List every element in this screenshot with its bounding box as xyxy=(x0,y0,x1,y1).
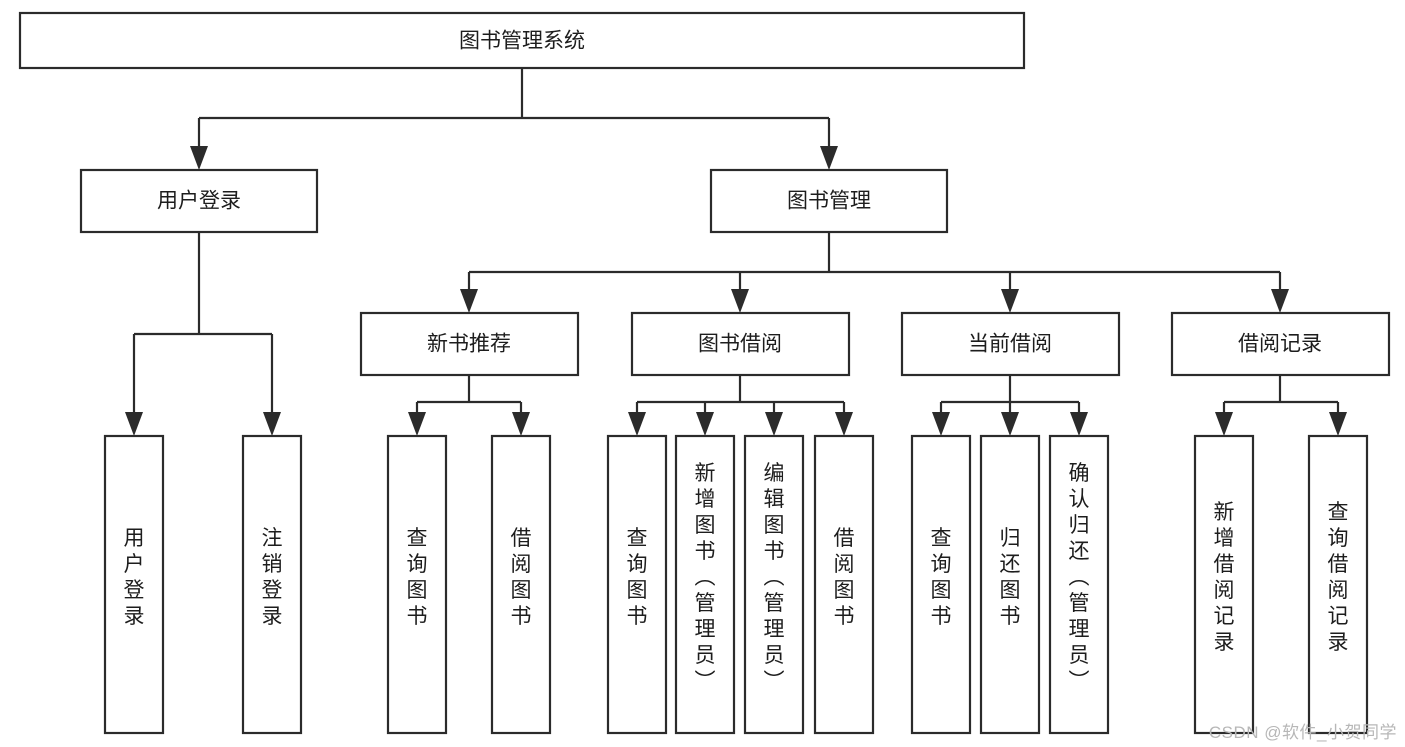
node-book-borrow[interactable]: 图书借阅 xyxy=(630,311,851,377)
node-current-borrow-label: 当前借阅 xyxy=(968,333,1052,356)
arrow-icon xyxy=(263,412,281,436)
connector-current-to-leaves xyxy=(932,375,1088,436)
arrow-icon xyxy=(765,412,783,436)
leaf-node-borrow-book-1[interactable]: 借阅图书 xyxy=(490,434,552,735)
arrow-icon xyxy=(1001,412,1019,436)
node-book-management-label: 图书管理 xyxy=(787,190,871,213)
node-borrow-records[interactable]: 借阅记录 xyxy=(1170,311,1391,377)
leaf-node-confirm-return[interactable]: 确认归还︵管理员︶ xyxy=(1048,434,1110,735)
node-root[interactable]: 图书管理系统 xyxy=(18,11,1026,70)
leaf-node-query-borrow-record[interactable]: 查询借阅记录 xyxy=(1307,434,1369,735)
connector-records-to-leaves xyxy=(1215,375,1347,436)
arrow-icon xyxy=(731,289,749,313)
leaf-node-query-book-1[interactable]: 查询图书 xyxy=(386,434,448,735)
arrow-icon xyxy=(1215,412,1233,436)
leaf-node-query-book-1-label: 查询图书 xyxy=(407,527,428,628)
arrow-icon xyxy=(1271,289,1289,313)
leaf-node-return-book[interactable]: 归还图书 xyxy=(979,434,1041,735)
arrow-icon xyxy=(696,412,714,436)
node-current-borrow[interactable]: 当前借阅 xyxy=(900,311,1121,377)
leaf-node-logout[interactable]: 注销登录 xyxy=(241,434,303,735)
arrow-icon xyxy=(190,146,208,170)
leaf-node-logout-label: 注销登录 xyxy=(262,527,283,628)
arrow-icon xyxy=(460,289,478,313)
arrow-icon xyxy=(835,412,853,436)
leaf-node-edit-book-label: 编辑图书︵管理员︶ xyxy=(764,462,785,693)
leaf-node-query-book-2-label: 查询图书 xyxy=(627,527,648,628)
leaf-node-add-book[interactable]: 新增图书︵管理员︶ xyxy=(674,434,736,735)
connector-bookmgmt-to-level3 xyxy=(460,232,1289,313)
leaf-node-borrow-book-1-label: 借阅图书 xyxy=(511,527,532,628)
connector-root-to-level2 xyxy=(190,68,838,170)
node-root-label: 图书管理系统 xyxy=(459,30,585,53)
node-borrow-records-label: 借阅记录 xyxy=(1238,333,1322,356)
leaf-node-return-book-label: 归还图书 xyxy=(1000,527,1021,628)
leaf-node-user-login-label: 用户登录 xyxy=(124,527,145,628)
arrow-icon xyxy=(125,412,143,436)
leaf-node-query-borrow-record-label: 查询借阅记录 xyxy=(1328,501,1349,654)
leaf-node-add-borrow-record-label: 新增借阅记录 xyxy=(1214,501,1235,654)
arrow-icon xyxy=(512,412,530,436)
leaf-node-add-borrow-record[interactable]: 新增借阅记录 xyxy=(1193,434,1255,735)
node-user-login[interactable]: 用户登录 xyxy=(79,168,319,234)
node-book-borrow-label: 图书借阅 xyxy=(698,333,782,356)
arrow-icon xyxy=(820,146,838,170)
leaf-node-user-login[interactable]: 用户登录 xyxy=(103,434,165,735)
leaf-node-confirm-return-label: 确认归还︵管理员︶ xyxy=(1069,462,1090,693)
leaf-node-add-book-label: 新增图书︵管理员︶ xyxy=(695,462,716,693)
leaf-node-query-book-3[interactable]: 查询图书 xyxy=(910,434,972,735)
arrow-icon xyxy=(408,412,426,436)
connector-borrow-to-leaves xyxy=(628,375,853,436)
leaf-node-query-book-2[interactable]: 查询图书 xyxy=(606,434,668,735)
leaf-node-query-book-3-label: 查询图书 xyxy=(931,527,952,628)
leaf-node-edit-book[interactable]: 编辑图书︵管理员︶ xyxy=(743,434,805,735)
arrow-icon xyxy=(1001,289,1019,313)
node-book-management[interactable]: 图书管理 xyxy=(709,168,949,234)
leaf-node-borrow-book-2-label: 借阅图书 xyxy=(834,527,855,628)
arrow-icon xyxy=(628,412,646,436)
arrow-icon xyxy=(1070,412,1088,436)
arrow-icon xyxy=(932,412,950,436)
node-user-login-label: 用户登录 xyxy=(157,190,241,213)
connector-userlogin-to-leaves xyxy=(125,232,281,436)
csdn-watermark: CSDN @软件_小贺同学 xyxy=(1208,723,1397,742)
arrow-icon xyxy=(1329,412,1347,436)
leaf-node-borrow-book-2[interactable]: 借阅图书 xyxy=(813,434,875,735)
connector-newbook-to-leaves xyxy=(408,375,530,436)
node-new-book-recommend-label: 新书推荐 xyxy=(427,333,511,356)
node-new-book-recommend[interactable]: 新书推荐 xyxy=(359,311,580,377)
